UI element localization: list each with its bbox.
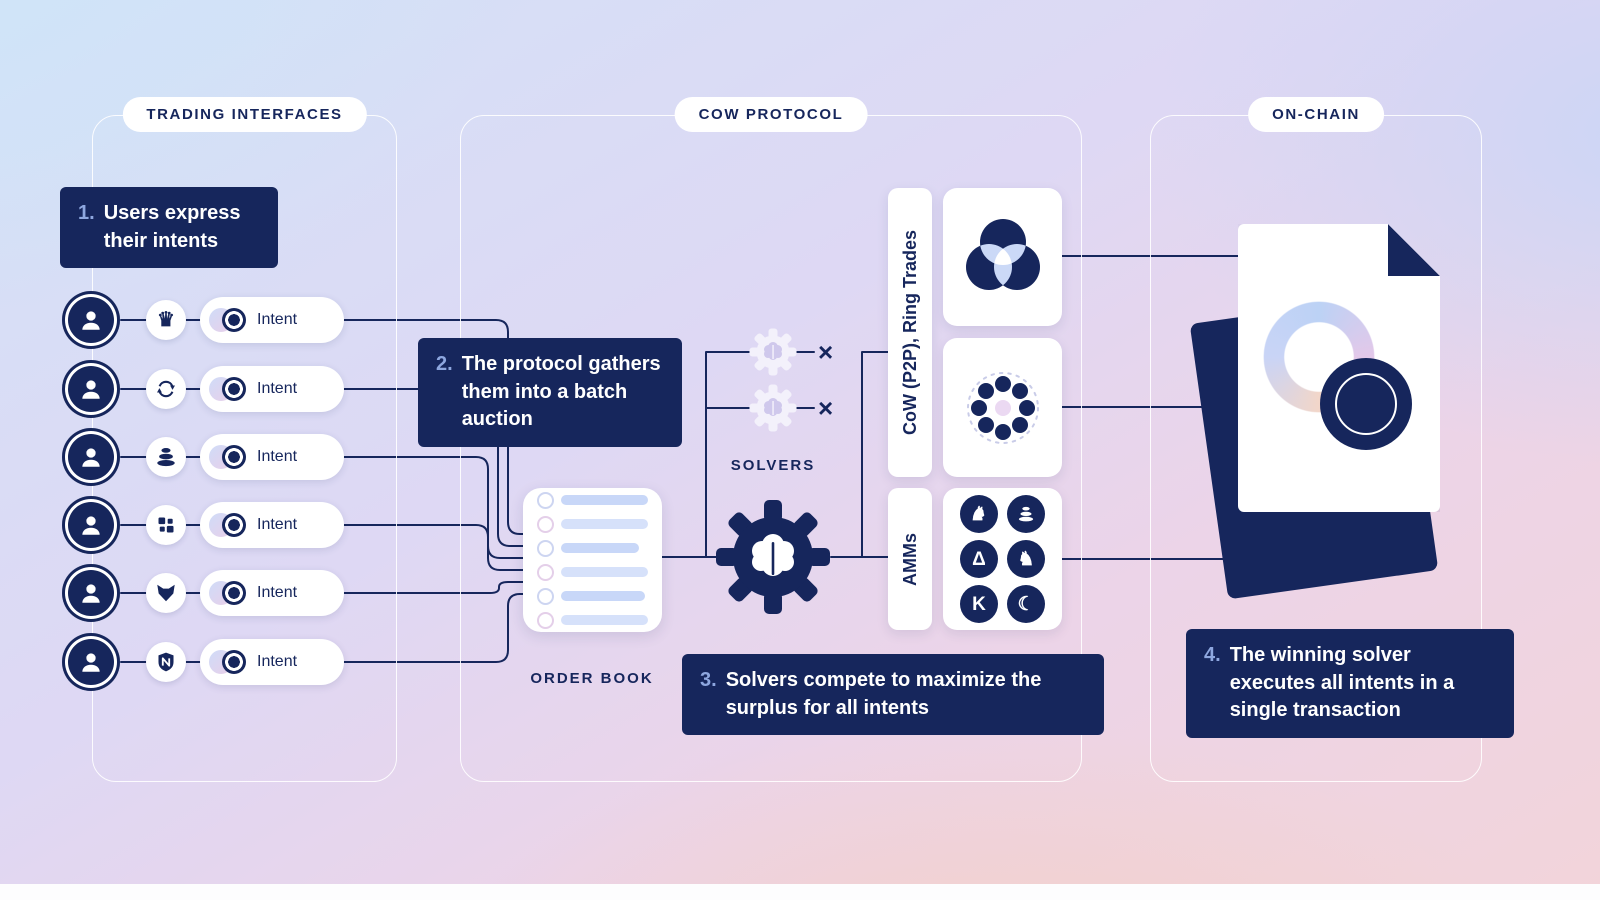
person-icon: [82, 448, 100, 467]
step-3-callout: 3. Solvers compete to maximize the surpl…: [682, 654, 1104, 736]
section-label-protocol: COW PROTOCOL: [674, 97, 868, 132]
step-3-text: Solvers compete to maximize the surplus …: [725, 669, 1042, 719]
step-4-number: 4.: [1204, 644, 1221, 666]
order-book-entry: [537, 491, 648, 509]
dot-ring-icon: [966, 371, 1039, 444]
order-book-label: ORDER BOOK: [530, 670, 654, 687]
amms-label: AMMs: [899, 532, 920, 586]
triangle-icon: Δ: [960, 540, 998, 578]
order-book-card: [523, 488, 662, 632]
user-avatar: [62, 496, 120, 554]
intent-label: Intent: [257, 516, 298, 533]
unicorn-icon: ♞: [960, 495, 998, 533]
intent-label: Intent: [257, 448, 298, 465]
step-2-number: 2.: [436, 353, 453, 375]
crown-glyph: ♛: [157, 309, 175, 331]
amms-label-card: AMMs: [888, 488, 932, 630]
user-avatar: [62, 428, 120, 486]
stacked-stones-icon: [146, 437, 186, 477]
section-label-trading: TRADING INTERFACES: [122, 97, 367, 132]
person-icon: [82, 380, 100, 399]
winning-solver-gear-icon: [715, 499, 831, 620]
cow-ring-trades-label-card: CoW (P2P), Ring Trades: [888, 188, 932, 477]
cow-ring-trades-label: CoW (P2P), Ring Trades: [899, 229, 920, 436]
step-1-number: 1.: [78, 202, 95, 224]
step-3-number: 3.: [700, 669, 717, 691]
losing-solver-gear-icon: [749, 384, 797, 437]
amm-logos-card: ♞ Δ ♞ K ☾: [943, 488, 1062, 630]
intent-label: Intent: [257, 311, 298, 328]
crescent-icon: ☾: [1007, 585, 1045, 623]
order-book-entry: [537, 515, 648, 533]
order-book-entry: [537, 611, 648, 629]
user-avatar: [62, 291, 120, 349]
amm-logo-grid: ♞ Δ ♞ K ☾: [960, 495, 1045, 623]
intent-label: Intent: [257, 653, 298, 670]
token-circle-icon: [1320, 358, 1412, 450]
step-4-callout: 4. The winning solver executes all inten…: [1186, 629, 1514, 738]
user-avatar: [62, 360, 120, 418]
intent-pill: Intent: [200, 366, 344, 412]
section-trading-interfaces: TRADING INTERFACES: [92, 97, 397, 782]
step-2-callout: 2. The protocol gathers them into a batc…: [418, 338, 682, 447]
intent-toggle-icon: [209, 308, 247, 332]
intent-pill: Intent: [200, 570, 344, 616]
order-book-entry: [537, 587, 648, 605]
horse-icon: ♞: [1007, 540, 1045, 578]
pixel-squares-icon: [146, 505, 186, 545]
person-icon: [82, 653, 100, 672]
person-icon: [82, 311, 100, 330]
letter-k-icon: K: [960, 585, 998, 623]
solvers-label: SOLVERS: [730, 457, 816, 474]
intent-toggle-icon: [209, 650, 247, 674]
cow-head-icon: ♛: [146, 300, 186, 340]
settlement-document-front: [1238, 224, 1440, 512]
fox-icon: [146, 573, 186, 613]
section-cow-protocol: COW PROTOCOL: [460, 97, 1082, 782]
section-label-onchain: ON-CHAIN: [1248, 97, 1384, 132]
intent-toggle-icon: [209, 581, 247, 605]
order-book-entry: [537, 539, 648, 557]
step-1-callout: 1. Users express their intents: [60, 187, 278, 269]
venn-circles-icon: [965, 219, 1040, 290]
user-avatar: [62, 564, 120, 622]
intent-pill: Intent: [200, 434, 344, 480]
person-icon: [82, 584, 100, 603]
step-4-text: The winning solver executes all intents …: [1229, 644, 1455, 722]
person-icon: [82, 516, 100, 535]
intent-toggle-icon: [209, 445, 247, 469]
user-avatar: [62, 633, 120, 691]
cow-matching-card: [943, 188, 1062, 326]
swap-arrows-icon: [146, 369, 186, 409]
losing-solver-gear-icon: [749, 328, 797, 381]
bottom-strip: [0, 884, 1600, 900]
section-on-chain: ON-CHAIN: [1150, 97, 1482, 782]
stones-icon: [1007, 495, 1045, 533]
intent-pill: Intent: [200, 639, 344, 685]
ring-trade-card: [943, 338, 1062, 477]
intent-pill: Intent: [200, 297, 344, 343]
shield-icon: [146, 642, 186, 682]
intent-label: Intent: [257, 584, 298, 601]
reject-x-mark: ×: [818, 337, 834, 367]
intent-toggle-icon: [209, 377, 247, 401]
order-book-entry: [537, 563, 648, 581]
intent-label: Intent: [257, 380, 298, 397]
step-2-text: The protocol gathers them into a batch a…: [461, 353, 661, 431]
step-1-text: Users express their intents: [103, 202, 241, 252]
reject-x-mark: ×: [818, 393, 834, 423]
intent-pill: Intent: [200, 502, 344, 548]
intent-toggle-icon: [209, 513, 247, 537]
